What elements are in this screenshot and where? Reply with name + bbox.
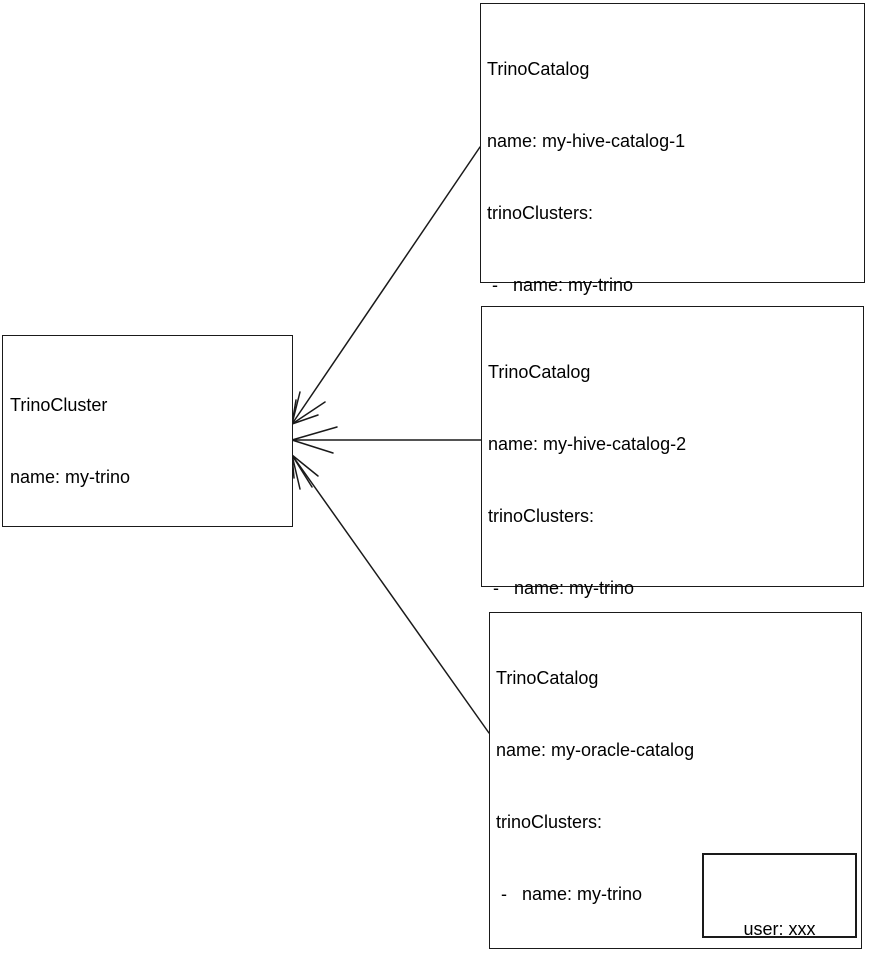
edge-oracle-to-cluster [291,454,490,734]
node-catalog-hive-1-line-0: TrinoCatalog [487,59,590,79]
node-catalog-oracle[interactable]: TrinoCatalog name: my-oracle-catalog tri… [489,612,862,949]
node-catalog-hive-1-line-1: name: my-hive-catalog-1 [487,131,686,151]
node-secret-line-0: user: xxx [743,919,816,939]
node-catalog-hive-2[interactable]: TrinoCatalog name: my-hive-catalog-2 tri… [481,306,864,886]
node-trino-cluster-line-1: name: my-trino [10,467,131,487]
edge-hive-1-to-cluster [291,146,481,425]
node-catalog-hive-1-line-2: trinoClusters: [487,203,594,223]
node-catalog-hive-2-line-1: name: my-hive-catalog-2 [488,434,687,454]
node-catalog-hive-1-line-3: - name: my-trino [487,275,634,295]
node-catalog-hive-2-line-0: TrinoCatalog [488,362,591,382]
edge-hive-2-to-cluster [291,426,482,454]
node-catalog-oracle-line-0: TrinoCatalog [496,668,599,688]
node-catalog-hive-2-line-3: - name: my-trino [488,578,635,598]
node-trino-cluster-text: TrinoCluster name: my-trino [10,345,290,537]
node-catalog-oracle-line-2: trinoClusters: [496,812,603,832]
node-catalog-hive-2-line-2: trinoClusters: [488,506,595,526]
node-trino-cluster-line-0: TrinoCluster [10,395,108,415]
node-catalog-hive-1[interactable]: TrinoCatalog name: my-hive-catalog-1 tri… [480,3,865,655]
node-catalog-oracle-text: TrinoCatalog name: my-oracle-catalog tri… [496,618,859,954]
node-catalog-oracle-line-3: - name: my-trino [496,884,643,904]
node-secret-text: user: xxx password: xxx [704,869,855,954]
node-catalog-oracle-line-1: name: my-oracle-catalog [496,740,695,760]
node-secret[interactable]: user: xxx password: xxx [702,853,857,939]
node-trino-cluster[interactable]: TrinoCluster name: my-trino [2,335,293,527]
